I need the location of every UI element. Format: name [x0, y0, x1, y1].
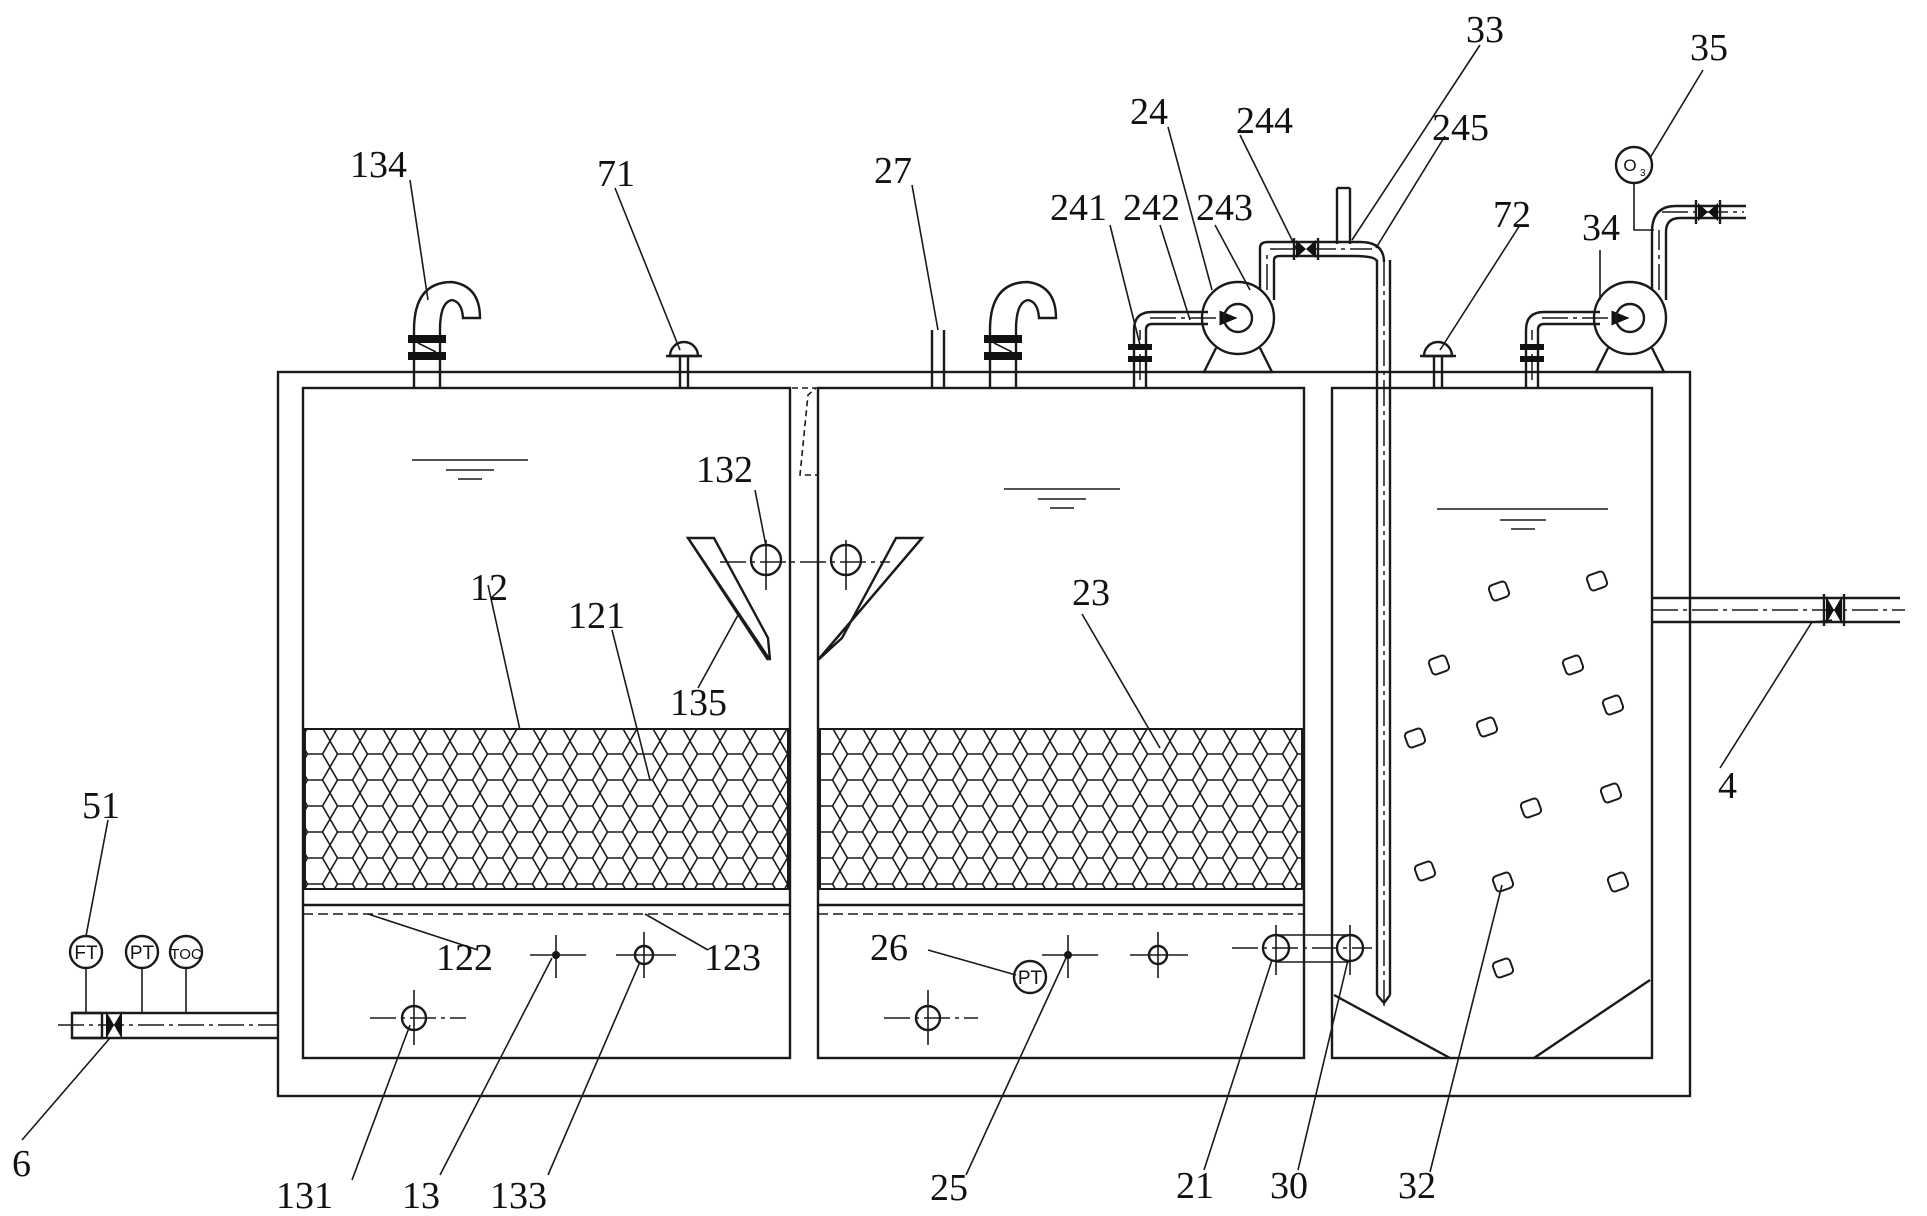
- aerator-133: [616, 932, 676, 978]
- label-27: 27: [874, 150, 912, 192]
- ozone-generator-35: O 3: [1614, 145, 1654, 231]
- ozone-text: O: [1623, 156, 1636, 175]
- pt-gauge-text: PT: [1018, 968, 1043, 989]
- packing-carriers: [1403, 570, 1630, 979]
- label-123: 123: [704, 937, 761, 979]
- connecting-pipe-21-30: [1232, 925, 1372, 975]
- breather-cap-72: [1420, 340, 1456, 388]
- outer-tank: [276, 370, 1692, 1098]
- label-132: 132: [696, 449, 753, 491]
- label-122: 122: [436, 937, 493, 979]
- filter-media-bed-1: [304, 728, 789, 890]
- label-30: 30: [1270, 1165, 1308, 1207]
- label-241: 241: [1050, 187, 1107, 229]
- water-level-1: [412, 459, 528, 480]
- chamber-3: [1330, 386, 1654, 1060]
- label-23: 23: [1072, 572, 1110, 614]
- label-134: 134: [350, 144, 407, 186]
- label-133: 133: [490, 1175, 547, 1216]
- label-51: 51: [82, 785, 120, 827]
- instrument-pt: PT: [124, 934, 160, 970]
- label-244: 244: [1236, 100, 1293, 142]
- label-4: 4: [1718, 765, 1737, 807]
- label-131: 131: [276, 1175, 333, 1216]
- vent-33: [1335, 186, 1352, 244]
- toc-text: TOC: [170, 946, 202, 963]
- label-71: 71: [597, 153, 635, 195]
- leader-lines: [21, 44, 1833, 1181]
- label-21: 21: [1176, 1165, 1214, 1207]
- label-12: 12: [470, 567, 508, 609]
- water-level-2: [1004, 488, 1120, 509]
- label-135: 135: [670, 682, 727, 724]
- pressure-gauge-26: PT: [1012, 959, 1048, 995]
- sample-pipe-27: [930, 330, 946, 388]
- label-25: 25: [930, 1167, 968, 1209]
- label-13: 13: [402, 1175, 440, 1216]
- label-34: 34: [1582, 207, 1620, 249]
- outlet-pipe-4: [1652, 594, 1905, 626]
- label-242: 242: [1123, 187, 1180, 229]
- aerator-25: [1042, 935, 1098, 978]
- pt-text: PT: [130, 943, 155, 964]
- label-35: 35: [1690, 27, 1728, 69]
- pump-34: [1520, 200, 1746, 388]
- instrument-ft: FT: [68, 934, 104, 970]
- inlet-pipe-6: [58, 968, 278, 1040]
- ft-text: FT: [74, 943, 98, 964]
- vent-gooseneck-134: [408, 280, 482, 388]
- pump-24: [1128, 238, 1386, 388]
- ozone-sub: 3: [1640, 168, 1646, 179]
- vent-gooseneck-2: [984, 280, 1058, 388]
- label-24: 24: [1130, 91, 1168, 133]
- label-33: 33: [1466, 9, 1504, 51]
- label-6: 6: [12, 1143, 31, 1185]
- label-72: 72: [1493, 194, 1531, 236]
- label-245: 245: [1432, 107, 1489, 149]
- reference-numerals: 134 71 27 24 244 33 245 35 241 242 243 7…: [12, 9, 1737, 1216]
- water-level-3: [1437, 508, 1608, 530]
- label-121: 121: [568, 595, 625, 637]
- aerator-2a: [884, 990, 978, 1045]
- collection-trough: [685, 536, 925, 661]
- instrument-toc: TOC: [168, 934, 204, 970]
- aerator-131: [370, 990, 466, 1045]
- pipe-245: [1375, 260, 1392, 1010]
- label-243: 243: [1196, 187, 1253, 229]
- aerator-13: [530, 935, 586, 978]
- breather-cap-71: [666, 340, 702, 388]
- chamber-2: [816, 386, 1306, 1060]
- aerator-2b: [1130, 932, 1188, 978]
- label-32: 32: [1398, 1165, 1436, 1207]
- chamber-1: [301, 386, 792, 1060]
- label-26: 26: [870, 927, 908, 969]
- filter-media-bed-2: [819, 728, 1303, 890]
